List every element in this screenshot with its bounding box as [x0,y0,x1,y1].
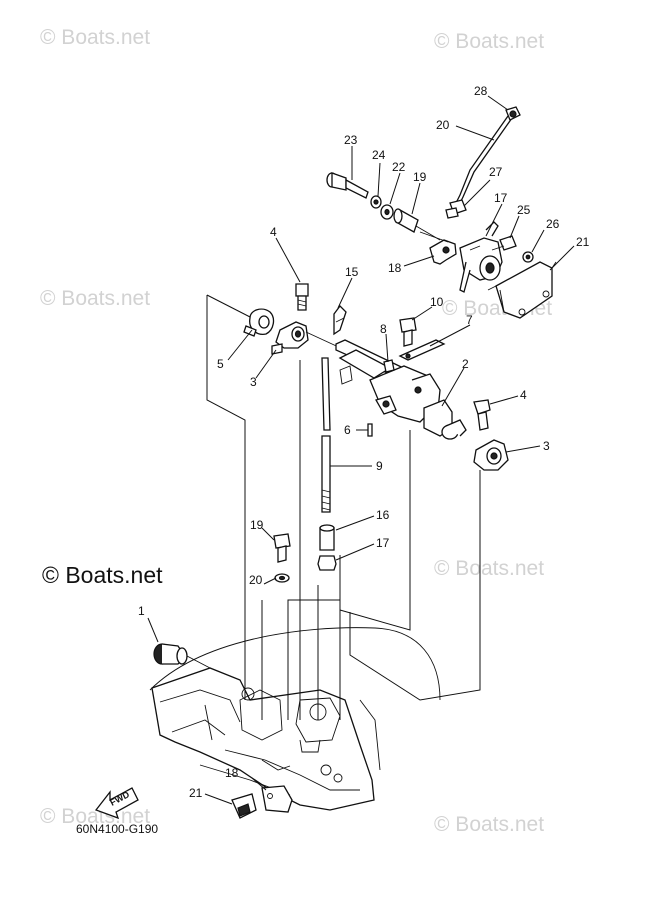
callout-3-upper: 3 [250,375,257,389]
callout-13: 17 [376,536,390,550]
assembly-frame-lines [206,294,481,720]
callout-22: 21 [576,235,590,249]
part-1-grommet [153,643,211,669]
callout-2: 2 [462,357,469,371]
callout-numbers: 28 20 23 24 22 19 27 17 25 26 21 18 4 15… [138,84,590,800]
part-5-clamp [243,308,275,337]
part-18-lever [459,221,503,293]
part-26-bolt [491,235,517,251]
callout-23: 22 [392,160,406,174]
part-7-plate [398,339,446,361]
callout-8: 8 [380,322,387,336]
watermark: © Boats.net [434,30,545,53]
callout-1: 1 [138,604,145,618]
part-6-pin [367,423,373,437]
part-9-bolt [399,317,417,347]
callout-14: 18 [225,766,239,780]
part-20-collar [393,208,441,241]
callout-9: 10 [430,295,444,309]
part-25-washer [370,195,382,209]
part-22-bracket [487,261,557,319]
part-19-link [419,231,457,265]
callout-26: 25 [517,203,531,217]
callout-10: 9 [376,459,383,473]
watermark: © Boats.net [434,813,545,836]
watermark-prominent: © Boats.net [42,562,163,588]
callout-19: 18 [388,261,402,275]
part-27-washer [522,251,534,263]
part-2-throttle-shaft [335,339,467,440]
callout-17: 21 [189,786,203,800]
callout-28: 27 [489,165,503,179]
part-12-sleeve [319,524,335,551]
part-16-washer [274,573,290,583]
callout-11: 15 [345,265,359,279]
part-3-clamp-right [473,439,509,471]
fwd-arrow-icon: FWD [94,787,139,820]
part-24-bolt [326,172,369,199]
callout-20: 19 [413,170,427,184]
part-8-clip [383,359,395,373]
part-14-bracket [261,785,293,813]
watermark: © Boats.net [40,287,151,310]
callout-25: 24 [372,148,386,162]
callout-3-right: 3 [543,439,550,453]
part-3-clamp-upper [271,321,346,355]
part-13-nut [317,555,337,571]
callout-24: 23 [344,133,358,147]
callout-16: 20 [249,573,263,587]
watermark: © Boats.net [434,557,545,580]
callout-4-right: 4 [520,388,527,402]
part-10-rod [321,357,331,513]
callout-15: 19 [250,518,264,532]
part-15-bolt [273,533,291,563]
part-11-clip [333,305,347,336]
part-4-bolt-right [473,399,491,431]
callout-7: 7 [466,313,473,327]
callout-12: 16 [376,508,390,522]
callout-29: 28 [474,84,488,98]
callout-leaders [147,95,575,805]
part-17-clip [231,793,257,819]
part-29-rod-joint [505,106,521,121]
callout-4-upper: 4 [270,225,277,239]
part-28-rod-joint [445,199,467,219]
callout-18: 17 [494,191,508,205]
callout-6: 6 [344,423,351,437]
watermark: © Boats.net [40,805,151,828]
callout-5: 5 [217,357,224,371]
callout-21: 20 [436,118,450,132]
bottom-cowling [149,627,441,811]
part-4-bolt-upper [295,283,309,311]
part-23-washer [380,204,394,220]
diagram-code: 60N4100-G190 [76,822,159,836]
watermark: © Boats.net [40,26,151,49]
callout-27: 26 [546,217,560,231]
